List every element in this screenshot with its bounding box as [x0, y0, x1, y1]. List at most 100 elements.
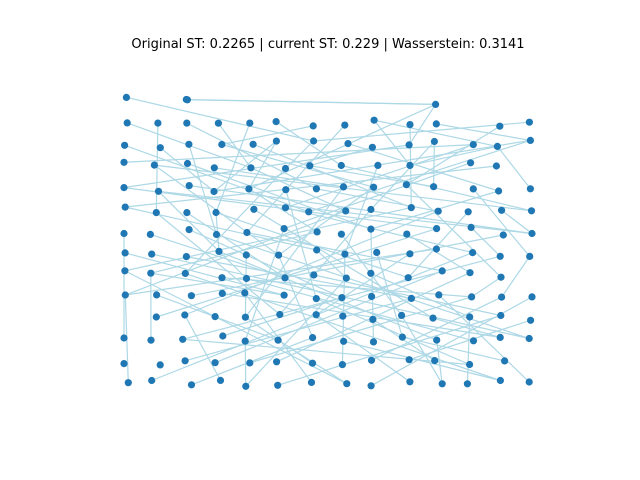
graph-edge: [213, 139, 531, 193]
graph-node: [121, 291, 129, 299]
graph-node: [498, 293, 506, 301]
graph-edge: [248, 188, 318, 233]
graph-node: [281, 204, 290, 212]
graph-node: [241, 337, 249, 345]
graph-edge: [373, 119, 411, 166]
graph-node: [525, 118, 534, 126]
graph-node: [272, 137, 280, 145]
graph-node: [527, 207, 536, 215]
graph-node: [120, 184, 128, 192]
graph-edge: [150, 272, 285, 296]
graph-node: [337, 161, 345, 170]
graph-node: [181, 311, 189, 319]
graph-node: [404, 274, 412, 282]
graph-node: [344, 140, 352, 148]
graph-edge: [277, 314, 501, 386]
graph-edge: [249, 296, 472, 364]
graph-node: [274, 381, 282, 389]
graph-node: [370, 183, 378, 191]
graph-node: [313, 228, 321, 236]
graph-node: [212, 230, 221, 239]
graph-edge: [250, 167, 346, 212]
graph-node: [242, 274, 251, 283]
graph-node: [247, 164, 255, 172]
graph-node: [182, 253, 190, 261]
graph-edge: [285, 140, 315, 169]
graph-edge: [244, 254, 247, 318]
graph-node: [406, 250, 414, 258]
graph-edge: [221, 143, 374, 188]
graph-node: [405, 141, 413, 149]
graph-node: [438, 267, 446, 275]
graph-node: [272, 118, 280, 126]
graph-edge: [216, 233, 530, 340]
graph-node: [312, 185, 320, 193]
graph-node: [435, 291, 443, 299]
graph-node: [337, 230, 345, 238]
graph-node: [123, 119, 131, 127]
graph-node: [496, 376, 504, 385]
graph-edge: [341, 254, 346, 365]
graph-edge: [184, 168, 286, 274]
graph-edge: [401, 315, 443, 385]
graph-edge: [218, 250, 437, 341]
graph-edge: [409, 145, 498, 166]
graph-node: [183, 119, 191, 127]
graph-node: [432, 100, 440, 108]
graph-node: [398, 333, 406, 341]
graph-edge: [436, 123, 531, 141]
graph-edge: [191, 234, 504, 297]
graph-node: [340, 337, 348, 345]
graph-edge: [470, 226, 501, 257]
graph-node: [369, 338, 378, 346]
graph-edge: [186, 98, 436, 105]
graph-node: [152, 209, 160, 217]
graph-edge: [407, 211, 469, 279]
graph-edge: [472, 188, 531, 257]
graph-node: [187, 381, 196, 389]
graph-edge: [313, 121, 530, 142]
graph-node: [496, 333, 504, 341]
graph-node: [183, 209, 191, 217]
graph-edge: [313, 274, 501, 317]
graph-node: [219, 332, 227, 340]
graph-node: [210, 187, 218, 196]
graph-node: [305, 208, 313, 216]
graph-edge: [316, 188, 439, 212]
graph-node: [464, 208, 472, 216]
graph-node: [496, 122, 504, 130]
graph-edge: [123, 144, 410, 189]
graph-node: [493, 142, 501, 150]
graph-node: [525, 378, 533, 386]
graph-node: [120, 158, 128, 166]
graph-edge: [471, 276, 502, 298]
graph-edge: [150, 231, 318, 274]
graph-node: [526, 136, 535, 144]
graph-node: [241, 313, 249, 321]
graph-node: [246, 359, 254, 367]
graph-node: [469, 337, 478, 345]
graph-node: [281, 164, 290, 173]
graph-node: [463, 380, 471, 388]
graph-node: [210, 164, 218, 172]
graph-node: [406, 161, 414, 169]
graph-node: [407, 294, 415, 302]
graph-node: [215, 247, 223, 255]
graph-node: [342, 207, 350, 215]
graph-node: [466, 269, 474, 277]
graph-node: [398, 311, 406, 319]
graph-node: [183, 159, 192, 168]
graph-edge: [315, 253, 411, 316]
graph-edge: [409, 319, 531, 361]
graph-node: [367, 356, 376, 364]
graph-node: [367, 225, 375, 233]
graph-node: [148, 376, 156, 385]
graph-node: [498, 206, 506, 214]
graph-edge: [283, 162, 471, 230]
graph-node: [211, 359, 219, 367]
graph-node: [438, 380, 446, 388]
graph-edge: [347, 143, 499, 192]
graph-edge: [315, 314, 411, 383]
